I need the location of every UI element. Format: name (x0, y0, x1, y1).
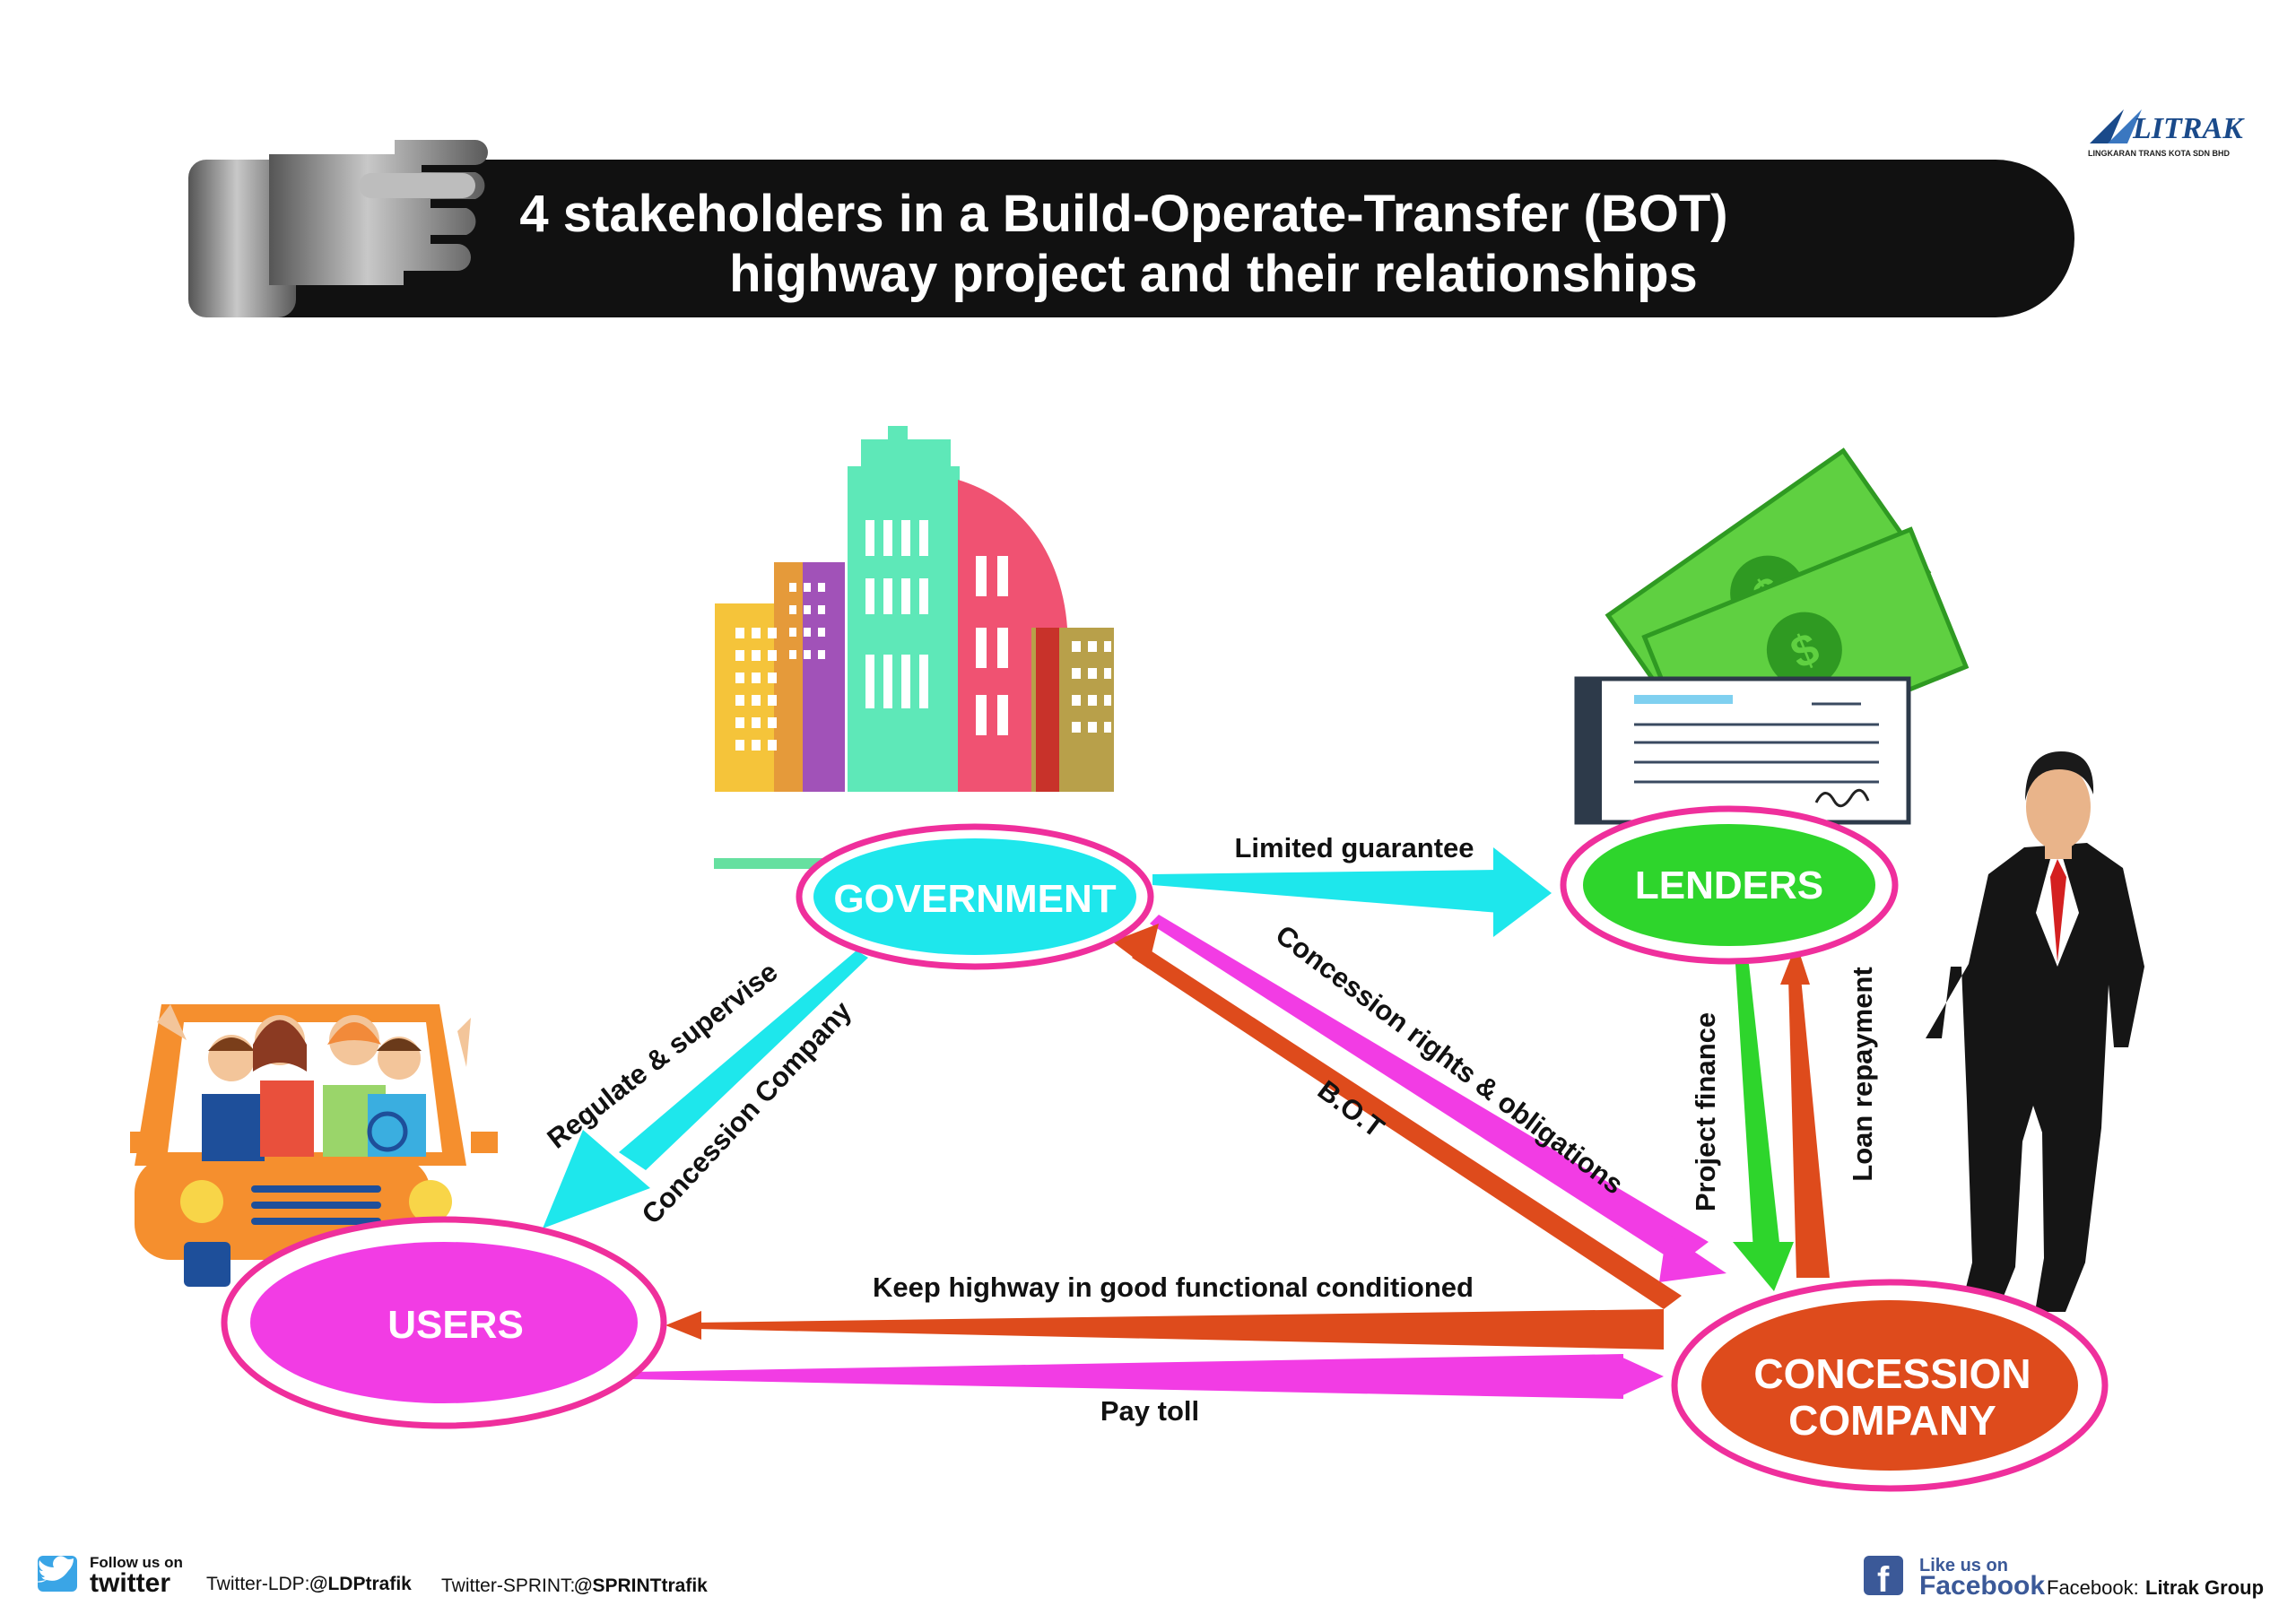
arrow-project-finance (1735, 964, 1780, 1251)
node-lenders: LENDERS (1560, 805, 1899, 965)
government-buildings-icon (714, 426, 1118, 869)
node-government-label: GOVERNMENT (833, 877, 1116, 921)
arrow-regulate-supervise (619, 950, 868, 1170)
twitter-ldp-label: Twitter-LDP: (206, 1574, 310, 1594)
label-limited-guarantee: Limited guarantee (1235, 832, 1474, 864)
litrak-logo-name: LITRAK (2132, 112, 2245, 145)
node-lenders-label: LENDERS (1635, 864, 1823, 907)
arrow-limited-guarantee (1152, 870, 1500, 913)
label-pay-toll: Pay toll (1100, 1395, 1199, 1427)
arrow-concession-rights (1150, 915, 1709, 1264)
title-banner: 4 stakeholders in a Build-Operate-Transf… (188, 140, 2074, 317)
arrow-pay-toll (632, 1354, 1623, 1399)
label-keep-highway: Keep highway in good functional conditio… (873, 1271, 1474, 1303)
facebook-wordmark: Facebook (1919, 1571, 2045, 1601)
node-concession-label-1: CONCESSION (1753, 1350, 2031, 1397)
car-passengers-icon (157, 1004, 471, 1161)
arrow-loan-repayment (1788, 977, 1830, 1278)
facebook-label: Facebook: (2047, 1576, 2139, 1599)
node-users: USERS (221, 1216, 667, 1429)
node-users-label: USERS (387, 1303, 524, 1347)
twitter-sprint-handle[interactable]: @SPRINTtrafik (574, 1575, 708, 1596)
node-concession-company: CONCESSION COMPANY (1671, 1279, 2109, 1492)
title-line-1: 4 stakeholders in a Build-Operate-Transf… (519, 185, 1727, 243)
litrak-logo: LITRAK LINGKARAN TRANS KOTA SDN BHD (2088, 109, 2245, 158)
pointing-hand-icon (188, 140, 488, 317)
twitter-bird-icon (36, 1556, 74, 1583)
twitter-ldp-handle[interactable]: @LDPtrafik (309, 1574, 412, 1594)
label-loan-repayment: Loan repayment (1847, 967, 1878, 1181)
relationship-arrows (543, 847, 1830, 1399)
twitter-wordmark: twitter (90, 1568, 170, 1598)
arrow-bot (1132, 946, 1682, 1309)
money-cheque-icon: $ $ (1574, 447, 1970, 825)
businessman-icon (1926, 751, 2144, 1334)
node-government: GOVERNMENT (796, 823, 1154, 970)
twitter-sprint-label: Twitter-SPRINT: (441, 1575, 575, 1596)
title-line-2: highway project and their relationships (729, 245, 1698, 303)
label-project-finance: Project finance (1690, 1012, 1721, 1211)
facebook-handle[interactable]: Litrak Group (2145, 1576, 2264, 1599)
litrak-logo-subtitle: LINGKARAN TRANS KOTA SDN BHD (2088, 149, 2230, 158)
facebook-like-text: Like us on (1919, 1556, 2008, 1575)
node-concession-label-2: COMPANY (1788, 1397, 1996, 1444)
facebook-f-icon: f (1877, 1560, 1890, 1600)
arrow-keep-highway (695, 1309, 1664, 1350)
twitter-follow-text: Follow us on (90, 1554, 183, 1571)
footer-facebook: f Like us on Facebook Facebook: Litrak G… (1864, 1556, 2264, 1601)
footer-twitter: Follow us on twitter Twitter-LDP: @LDPtr… (36, 1554, 708, 1598)
